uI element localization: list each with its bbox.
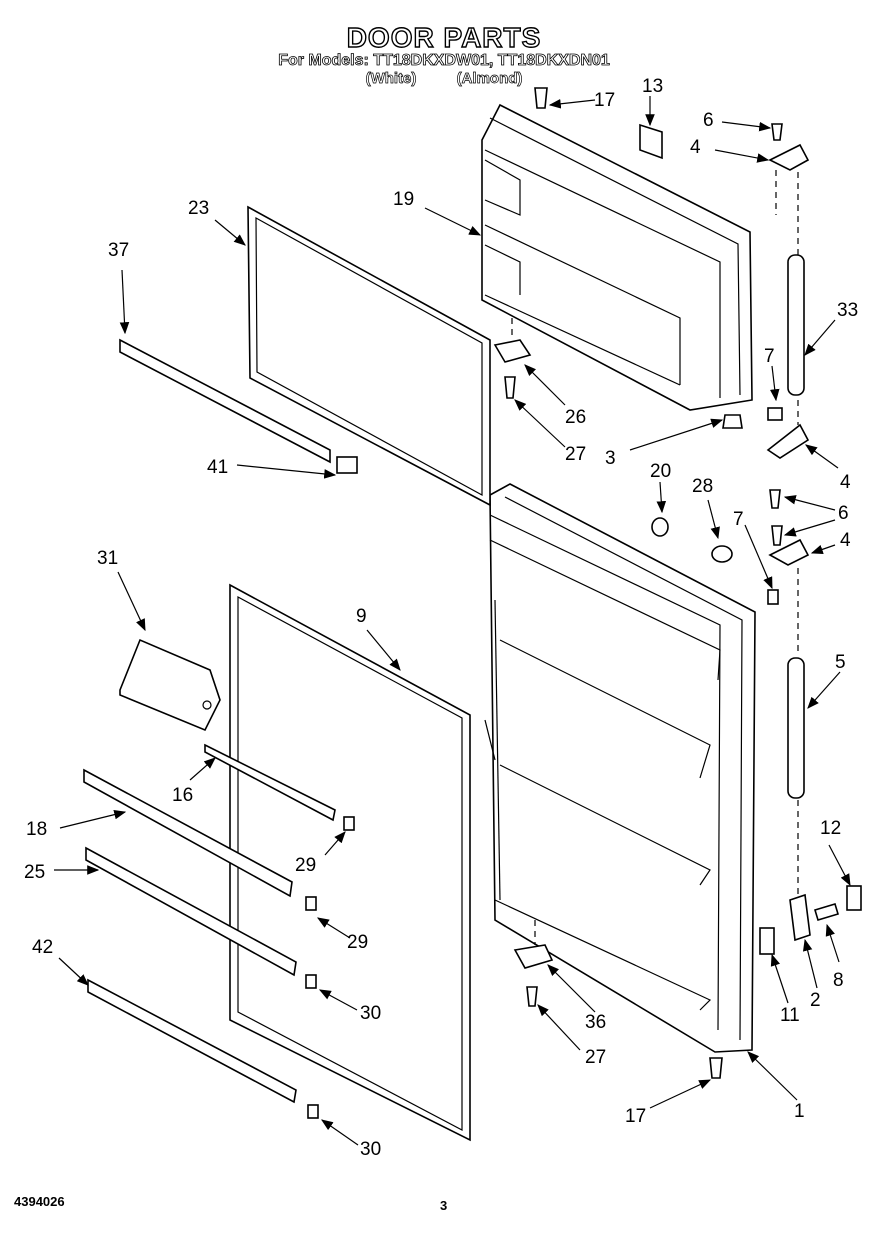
- end-cap-41-part: [336, 456, 358, 474]
- label-13-part: [639, 123, 663, 160]
- callout-7-mid: 7: [733, 509, 744, 530]
- screw-17a-part: [534, 87, 548, 109]
- callout-29-a: 29: [295, 855, 316, 876]
- screw-17b-part: [709, 1057, 723, 1079]
- page-number: 3: [440, 1198, 448, 1213]
- clip-20-part: [651, 517, 669, 537]
- variant-line: (White) (Almond): [0, 70, 888, 88]
- callout-17-top: 17: [594, 90, 615, 111]
- trim-42-part: [87, 978, 297, 1104]
- callout-42: 42: [32, 937, 53, 958]
- callout-37: 37: [108, 240, 129, 261]
- freezer-gasket-part: [247, 205, 491, 507]
- fresh-food-door-part: [484, 483, 756, 1053]
- callout-2: 2: [810, 990, 821, 1011]
- trim-25-part: [85, 846, 297, 977]
- callout-25: 25: [24, 862, 45, 883]
- cap-28-part: [711, 545, 733, 563]
- end-cap-30a-part: [305, 974, 317, 989]
- hinge-4c-part: [768, 538, 810, 566]
- freezer-door-part: [481, 103, 753, 411]
- callout-41: 41: [207, 457, 228, 478]
- callout-1: 1: [794, 1101, 805, 1122]
- callout-12: 12: [820, 818, 841, 839]
- callout-9: 9: [356, 606, 367, 627]
- document-number: 4394026: [14, 1194, 65, 1209]
- callout-28: 28: [692, 476, 713, 497]
- callout-7-top: 7: [764, 346, 775, 367]
- fresh-food-gasket-part: [229, 583, 471, 1142]
- end-cap-30b-part: [307, 1104, 319, 1119]
- callout-31: 31: [97, 548, 118, 569]
- callout-23: 23: [188, 198, 209, 219]
- diagram-title: DOOR PARTS: [346, 21, 542, 53]
- variant-almond: (Almond): [456, 70, 523, 88]
- callout-30-a: 30: [360, 1003, 381, 1024]
- screw-27a-part: [504, 376, 516, 399]
- callout-29-b: 29: [347, 932, 368, 953]
- callout-33: 33: [837, 300, 858, 321]
- trim-16-part: [204, 743, 336, 822]
- screw-8-part: [814, 903, 839, 921]
- bushing-3-part: [722, 414, 743, 429]
- callout-26: 26: [565, 407, 586, 428]
- plug-12-part: [846, 885, 862, 911]
- screw-6a-part: [771, 123, 783, 141]
- bottom-hinge-2-part: [789, 893, 811, 942]
- callout-16: 16: [172, 785, 193, 806]
- callout-3: 3: [605, 448, 616, 469]
- callout-5: 5: [835, 652, 846, 673]
- dairy-cover-31-part: [119, 638, 221, 732]
- callout-30-b: 30: [360, 1139, 381, 1160]
- callout-20: 20: [650, 461, 671, 482]
- screw-27b-part: [526, 986, 538, 1007]
- models-line: For Models: TT18DKXDW01, TT18DKXDN01: [278, 52, 610, 70]
- callout-4-mid: 4: [840, 472, 851, 493]
- callout-4-low: 4: [840, 530, 851, 551]
- callout-19: 19: [393, 189, 414, 210]
- bracket-11-part: [759, 927, 775, 955]
- callout-8: 8: [833, 970, 844, 991]
- hinge-pin-cover-5-part: [787, 657, 805, 799]
- variant-white: (White): [365, 70, 417, 88]
- callout-6-mid: 6: [838, 503, 849, 524]
- hinge-plate-26-part: [493, 339, 532, 363]
- shim-7b-part: [767, 589, 779, 605]
- callout-27-low: 27: [585, 1047, 606, 1068]
- callout-11: 11: [780, 1005, 800, 1026]
- trim-37-part: [119, 338, 331, 464]
- hinge-plate-36-part: [513, 944, 554, 969]
- callout-36: 36: [585, 1012, 606, 1033]
- shim-7a-part: [767, 407, 783, 421]
- hinge-pin-cover-33-part: [787, 254, 805, 396]
- hinge-4b-part: [766, 423, 810, 459]
- callout-17-low: 17: [625, 1106, 646, 1127]
- screw-6c-part: [771, 525, 783, 546]
- end-cap-29b-part: [305, 896, 317, 911]
- callout-18: 18: [26, 819, 47, 840]
- callout-13: 13: [642, 76, 663, 97]
- callout-6-top: 6: [703, 110, 714, 131]
- callout-labels: 17 13 6 4 19 23 37 33 7 26 27 3 4 41 20 …: [24, 76, 858, 1160]
- hinge-4a-part: [768, 143, 810, 171]
- screw-6b-part: [769, 489, 781, 509]
- trim-18-part: [83, 768, 293, 898]
- callout-27-top: 27: [565, 444, 586, 465]
- callout-4-top: 4: [690, 137, 701, 158]
- end-cap-29a-part: [343, 816, 355, 831]
